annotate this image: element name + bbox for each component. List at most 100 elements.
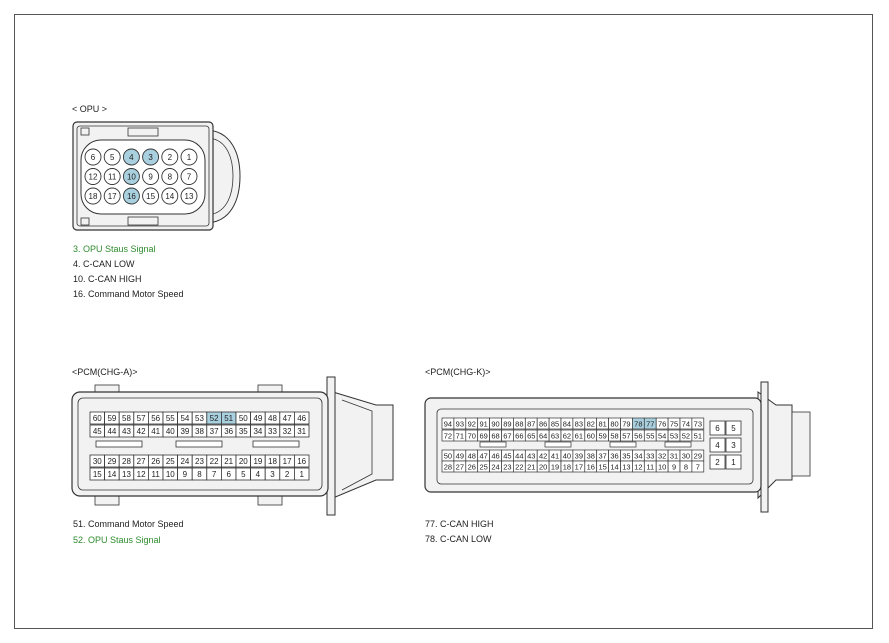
pcm-k-slot <box>544 441 572 448</box>
pcm-k-pin-label: 34 <box>634 452 642 461</box>
pcm-k-slot <box>609 441 637 448</box>
pcm-k-pin-label: 43 <box>527 452 535 461</box>
pcm-a-pin-label: 7 <box>212 470 217 479</box>
pcm-k-pin-label: 48 <box>468 452 476 461</box>
pcm-a-title: <PCM(CHG-A)> <box>72 367 138 377</box>
opu-corner-mark-top <box>80 127 90 136</box>
pcm-a-slot <box>175 440 223 448</box>
pcm-k-pin-label: 11 <box>646 463 654 472</box>
pcm-k-pin-label: 88 <box>515 420 523 429</box>
pcm-k-pin-label: 42 <box>539 452 547 461</box>
pcm-a-pin-label: 8 <box>197 470 202 479</box>
pcm-a-housing-inner <box>77 397 323 491</box>
pcm-a-pin-label: 54 <box>180 414 189 423</box>
pcm-a-pin-label: 50 <box>239 414 248 423</box>
pcm-k-pin-label: 52 <box>682 432 690 441</box>
pcm-k-pin-label: 32 <box>658 452 666 461</box>
pcm-a-slot <box>252 440 300 448</box>
pcm-a-pin-label: 56 <box>151 414 160 423</box>
opu-pin <box>103 148 121 166</box>
pcm-a-pin-label: 53 <box>195 414 204 423</box>
page-frame <box>14 14 873 629</box>
pcm-k-pin-label: 44 <box>515 452 523 461</box>
pcm-k-pin-label: 7 <box>696 463 700 472</box>
pcm-k-side-pin <box>725 454 742 470</box>
pcm-a-pin-label: 31 <box>297 427 306 436</box>
pcm-a-pin-label: 43 <box>122 427 131 436</box>
pcm-a-pin-label: 12 <box>137 470 146 479</box>
pcm-a-pin-label: 33 <box>268 427 277 436</box>
pcm-a-pin-label: 24 <box>180 457 189 466</box>
pcm-k-side-pin <box>709 454 726 470</box>
pcm-a-legend-item: 51. Command Motor Speed <box>73 519 184 529</box>
pcm-k-pin-label: 8 <box>684 463 688 472</box>
pcm-a-pin-label: 38 <box>195 427 204 436</box>
pcm-k-pin-label: 73 <box>694 420 702 429</box>
pcm-a-pin-label: 27 <box>137 457 146 466</box>
pcm-k-side-pin <box>709 437 726 453</box>
pcm-k-pin-label: 55 <box>646 432 654 441</box>
opu-pin-label: 11 <box>108 173 117 182</box>
pcm-a-pin-label: 3 <box>270 470 275 479</box>
pcm-k-pin-label: 89 <box>503 420 511 429</box>
pcm-k-pin-label: 94 <box>444 420 452 429</box>
opu-pin-label: 4 <box>129 153 134 162</box>
opu-pin-label: 14 <box>165 192 174 201</box>
pcm-k-pin-label: 49 <box>456 452 464 461</box>
pcm-a-pin-label: 23 <box>195 457 204 466</box>
opu-corner-mark-bottom <box>80 217 90 226</box>
opu-pin-label: 9 <box>148 173 153 182</box>
pcm-k-pin-label: 64 <box>539 432 547 441</box>
pcm-a-pin-label: 47 <box>283 414 292 423</box>
pcm-a-pin-label: 48 <box>268 414 277 423</box>
pcm-k-pin-label: 80 <box>610 420 618 429</box>
opu-pin <box>161 148 179 166</box>
pcm-a-pin-label: 6 <box>226 470 231 479</box>
pcm-a-pin-label: 37 <box>210 427 219 436</box>
pcm-k-pin-label: 45 <box>503 452 511 461</box>
pcm-a-pin <box>293 411 310 425</box>
opu-pin-label: 10 <box>127 173 136 182</box>
pcm-k-pin-label: 31 <box>670 452 678 461</box>
pcm-k-pin-label: 86 <box>539 420 547 429</box>
opu-legend-item: 16. Command Motor Speed <box>73 289 184 299</box>
opu-pin-label: 8 <box>168 173 173 182</box>
pcm-k-side-pin-label: 4 <box>715 441 720 450</box>
pcm-a-pin-label: 36 <box>224 427 233 436</box>
pcm-a-pin-label: 11 <box>152 470 161 479</box>
pcm-k-latch-tip <box>791 411 811 477</box>
pcm-k-housing-inner <box>436 408 754 485</box>
pcm-k-pin <box>691 429 705 442</box>
pcm-k-pin-label: 60 <box>587 432 595 441</box>
pcm-k-pin <box>691 460 705 473</box>
opu-pin-label: 13 <box>185 192 194 201</box>
pcm-a-pin-label: 18 <box>268 457 277 466</box>
pcm-k-pin-label: 35 <box>622 452 630 461</box>
pcm-a-pin-label: 55 <box>166 414 175 423</box>
opu-pin <box>161 168 179 185</box>
opu-pin <box>142 168 160 185</box>
pcm-k-pin-label: 92 <box>468 420 476 429</box>
pcm-k-pin-label: 68 <box>491 432 499 441</box>
opu-pin <box>84 168 102 185</box>
pcm-k-pin-label: 51 <box>694 432 702 441</box>
pcm-k-pin-label: 46 <box>491 452 499 461</box>
pcm-k-pin-label: 71 <box>456 432 464 441</box>
pcm-k-pin-label: 63 <box>551 432 559 441</box>
pcm-k-pin-label: 77 <box>646 420 654 429</box>
pcm-a-pin-label: 42 <box>137 427 146 436</box>
pcm-k-pin-label: 59 <box>598 432 606 441</box>
pcm-a-pin-label: 21 <box>224 457 233 466</box>
pcm-k-pin-label: 93 <box>456 420 464 429</box>
opu-pin-label: 16 <box>127 192 136 201</box>
pcm-a-pin-label: 13 <box>122 470 131 479</box>
pcm-a-slot <box>95 440 143 448</box>
pcm-k-pin-label: 62 <box>563 432 571 441</box>
pcm-k-pin-label: 65 <box>527 432 535 441</box>
pcm-k-pin-label: 16 <box>587 463 595 472</box>
pcm-a-pin-label: 51 <box>224 414 233 423</box>
opu-legend-item: 3. OPU Staus Signal <box>73 244 156 254</box>
